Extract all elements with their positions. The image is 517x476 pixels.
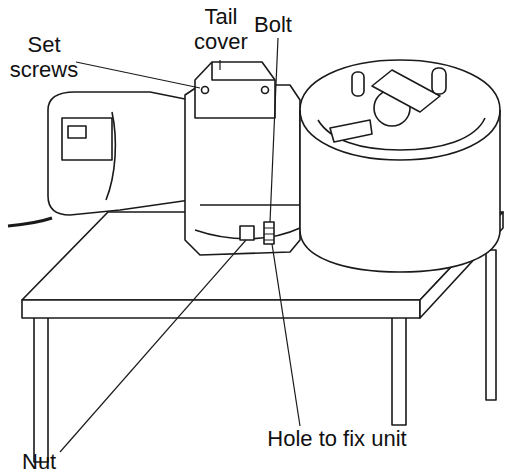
part-label: Bolt [254, 12, 314, 37]
set-screw [262, 87, 269, 94]
part-label: Tail cover [190, 4, 252, 54]
bending-pin [432, 68, 446, 94]
table-leg [392, 315, 406, 425]
handle-detail [106, 112, 115, 200]
handle-grip [62, 118, 112, 160]
guide-block [330, 120, 372, 142]
tail-cover-edge [212, 62, 275, 80]
bending-arm [372, 70, 440, 112]
part-label: Set screws [6, 32, 82, 82]
tail-cover [195, 62, 275, 118]
leader-line [219, 60, 220, 70]
bending-pin [352, 72, 364, 96]
bolt-thread [264, 228, 274, 240]
set-screw [202, 87, 209, 94]
body-line [200, 204, 300, 206]
handle [48, 92, 190, 215]
table-leg [34, 315, 48, 462]
switch [68, 126, 86, 138]
part-label: Nut [22, 449, 82, 474]
bending-unit [300, 60, 500, 272]
part-label: Hole to fix unit [262, 426, 412, 451]
power-cord [8, 218, 52, 226]
nut [240, 226, 254, 240]
leader-line [60, 240, 246, 452]
table-leg [486, 250, 496, 400]
leader-line [76, 62, 200, 88]
table-edge [22, 300, 420, 318]
leader-line [272, 244, 300, 426]
leader-line [270, 38, 278, 222]
bolt [264, 222, 274, 244]
